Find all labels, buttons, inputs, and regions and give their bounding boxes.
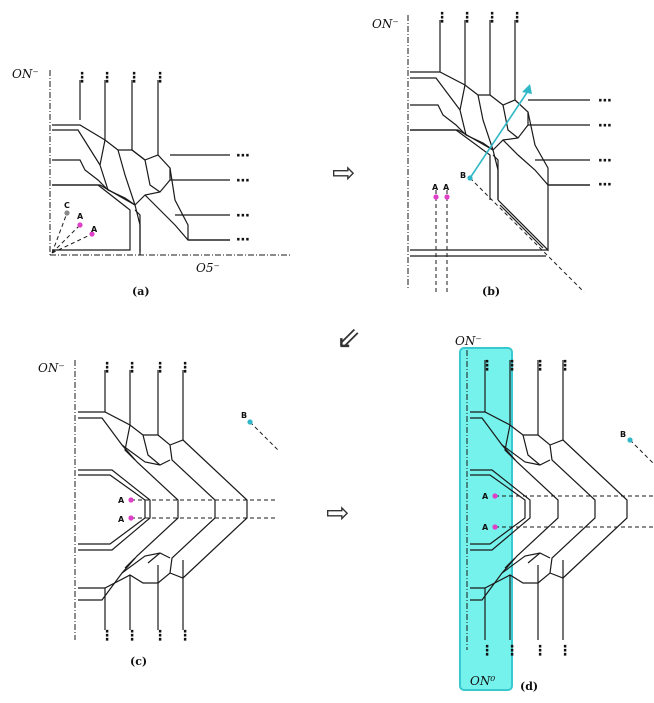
vdots-a-1: ⋮ — [75, 70, 90, 86]
ellipsis-a-1: ⋯ — [236, 148, 251, 164]
caption-c: (c) — [130, 655, 147, 668]
point-a1-dot-d — [492, 493, 498, 499]
panel-d: B A A ⋮ ⋮ ⋮ ⋮ ⋮ ⋮ ⋮ ⋮ ON⁻ ON⁰ (d) — [455, 334, 654, 693]
vdots-d-1: ⋮ — [480, 358, 495, 374]
point-a1-dot-a — [77, 222, 83, 228]
vdots-b-4: ⋮ — [510, 10, 525, 26]
label-a1-b: A — [432, 183, 439, 192]
caption-d: (d) — [520, 680, 538, 693]
caption-a: (a) — [132, 285, 150, 298]
vdots-d-8: ⋮ — [558, 643, 573, 659]
label-a2-c: A — [118, 515, 125, 524]
point-c-dot — [64, 210, 70, 216]
vdots-d-2: ⋮ — [505, 358, 520, 374]
vdots-c-7: ⋮ — [153, 628, 168, 644]
ellipsis-a-2: ⋯ — [236, 173, 251, 189]
label-a1-a: A — [77, 212, 84, 221]
label-a2-b: A — [443, 183, 450, 192]
arrow-c-to-d-icon: ⇨ — [326, 496, 349, 529]
cyan-arrowhead-icon — [522, 84, 532, 94]
label-a2-a: A — [91, 225, 98, 234]
point-b-dot-d — [627, 437, 633, 443]
arrow-b-to-c-icon: ⇙ — [336, 321, 361, 356]
on-zero-highlight-box — [459, 347, 513, 691]
vdots-d-5: ⋮ — [480, 643, 495, 659]
label-b-c: B — [241, 411, 247, 420]
ellipsis-a-3: ⋯ — [236, 208, 251, 224]
point-a1-dot-c — [128, 497, 134, 503]
vdots-c-3: ⋮ — [153, 360, 168, 376]
point-b-dot-b — [467, 175, 473, 181]
label-on-minus-c: ON⁻ — [38, 361, 65, 375]
ellipsis-b-1: ⋯ — [598, 93, 613, 109]
point-a1-dot-b — [433, 194, 439, 200]
vdots-c-2: ⋮ — [125, 360, 140, 376]
vdots-a-3: ⋮ — [127, 70, 142, 86]
caption-b: (b) — [482, 285, 500, 298]
vdots-b-2: ⋮ — [460, 10, 475, 26]
ellipsis-b-4: ⋯ — [598, 177, 613, 193]
label-o5-minus: O5⁻ — [196, 261, 220, 275]
label-on-zero: ON⁰ — [470, 674, 495, 688]
label-a1-c: A — [118, 496, 125, 505]
point-a2-dot-a — [89, 231, 95, 237]
vdots-d-6: ⋮ — [505, 643, 520, 659]
vdots-a-4: ⋮ — [153, 70, 168, 86]
label-on-minus-a: ON⁻ — [12, 67, 39, 81]
point-a2-dot-d — [492, 524, 498, 530]
ellipsis-b-3: ⋯ — [598, 153, 613, 169]
point-a2-dot-c — [128, 515, 134, 521]
point-a2-dot-b — [444, 194, 450, 200]
vdots-b-1: ⋮ — [435, 10, 450, 26]
label-b-b: B — [460, 171, 466, 180]
arrow-a-to-b-icon: ⇨ — [332, 156, 355, 189]
vdots-a-2: ⋮ — [100, 70, 115, 86]
vdots-c-4: ⋮ — [178, 360, 193, 376]
vdots-c-6: ⋮ — [125, 628, 140, 644]
vdots-d-3: ⋮ — [533, 358, 548, 374]
label-b-d: B — [620, 430, 626, 439]
point-b-dot-c — [247, 419, 253, 425]
ellipsis-a-4: ⋯ — [236, 232, 251, 248]
vdots-c-1: ⋮ — [100, 360, 115, 376]
label-a2-d: A — [482, 523, 489, 532]
panel-b: B A A ⋯ ⋯ ⋯ ⋯ ⋮ ⋮ ⋮ ⋮ ON⁻ (b) — [372, 10, 613, 298]
label-on-minus-b: ON⁻ — [372, 17, 399, 31]
vdots-c-8: ⋮ — [178, 628, 193, 644]
vdots-c-5: ⋮ — [100, 628, 115, 644]
label-a1-d: A — [482, 492, 489, 501]
panel-a: ⋯ ⋯ ⋯ ⋯ ⋮ ⋮ ⋮ ⋮ C A A ON⁻ O5⁻ (a) — [12, 67, 290, 298]
label-on-minus-d: ON⁻ — [455, 334, 482, 348]
vdots-d-4: ⋮ — [558, 358, 573, 374]
panel-c: B A A ⋮ ⋮ ⋮ ⋮ ⋮ ⋮ ⋮ ⋮ ON⁻ (c) — [38, 360, 279, 668]
ellipsis-b-2: ⋯ — [598, 118, 613, 134]
vdots-b-3: ⋮ — [485, 10, 500, 26]
vdots-d-7: ⋮ — [533, 643, 548, 659]
label-c: C — [64, 201, 70, 210]
